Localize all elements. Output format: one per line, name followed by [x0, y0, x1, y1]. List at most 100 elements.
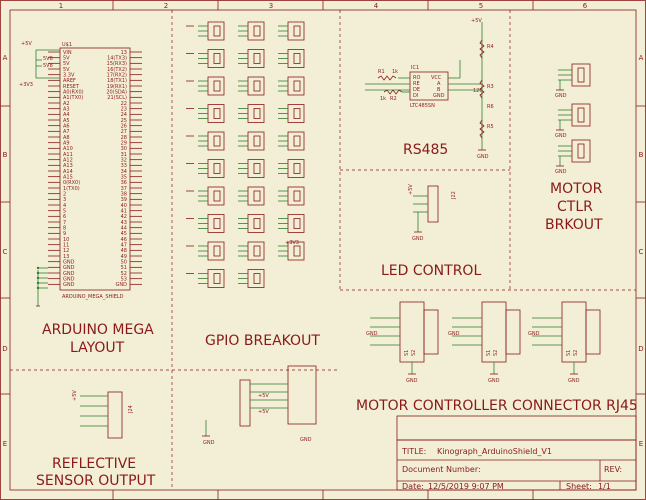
motor-brkout-connector — [571, 103, 591, 127]
arduino-right-pin-label: 25 — [121, 118, 127, 124]
gpio-pin-header — [253, 25, 261, 37]
arduino-title-2: LAYOUT — [70, 340, 125, 356]
arduino-left-pin-label: 13 — [63, 254, 69, 260]
gpio-connector — [287, 49, 305, 68]
motor-brkout-gnd-label: GND — [555, 93, 567, 99]
col-label-3: 3 — [269, 2, 273, 10]
arduino-left-pin-label: VIN — [63, 50, 72, 56]
rs485-r4-ref: R4 — [487, 44, 494, 50]
rj45-s2-label: S2 — [493, 350, 499, 356]
gpio-bottom-gnd: GND — [300, 437, 312, 443]
arduino-left-pin-label: 7 — [63, 220, 66, 226]
gpio-connector — [287, 214, 305, 233]
gpio-pin-header — [253, 108, 261, 119]
gpio-pin-header — [253, 80, 261, 92]
arduino-right-pin-label: 16(TX2) — [107, 67, 127, 73]
gpio-pin-header — [293, 135, 301, 147]
arduino-right-pin-label: 50 — [121, 259, 127, 265]
gpio-connector — [247, 76, 265, 96]
section-separators — [10, 10, 636, 490]
motor-connector-title: MOTOR CONTROLLER CONNECTOR RJ45 — [356, 398, 638, 414]
gpio-connector — [247, 186, 265, 206]
row-label-e: E — [3, 440, 7, 448]
arduino-right-pin-label: 20(SDA) — [106, 89, 127, 95]
led-control-block: +5V J22 GND LED CONTROL — [381, 184, 481, 279]
arduino-title-1: ARDUINO MEGA — [42, 322, 154, 338]
rs485-pin-b: B — [437, 87, 441, 93]
gpio-connector — [247, 159, 265, 178]
gpio-pin-header — [213, 25, 221, 37]
rs485-ic-name: LTC485SN — [410, 103, 435, 109]
arduino-left-pin-label: 1(TX0) — [63, 186, 80, 192]
gpio-pin-header — [253, 218, 261, 229]
row-label-c: C — [3, 248, 8, 256]
resistor-r2 — [383, 89, 403, 95]
gpio-pin-header — [293, 245, 301, 257]
rs485-r3-ref: R3 — [487, 84, 494, 90]
led-gnd: GND — [412, 236, 424, 242]
resistor-r1 — [377, 75, 397, 81]
gpio-pin-header — [293, 163, 301, 174]
arduino-left-pin-label: A13 — [63, 163, 73, 169]
gpio-pin-header — [293, 80, 301, 92]
arduino-supply-5v8-b: 5V8 — [43, 63, 53, 69]
gpio-connector — [207, 214, 225, 233]
rs485-r6-ref: R6 — [487, 104, 494, 110]
row-label-b: B — [3, 151, 8, 159]
arduino-left-pin-label: GND — [63, 271, 75, 277]
gpio-connector — [207, 131, 225, 151]
gpio-connector — [287, 186, 305, 206]
gpio-connector — [247, 269, 265, 288]
gpio-connector — [207, 241, 225, 261]
gpio-pin-header — [253, 190, 261, 202]
rj45-s1-label: S1 — [404, 350, 410, 356]
gpio-pin-header — [213, 53, 221, 64]
rj45-bottom-gnd-label: GND — [488, 378, 500, 384]
motor-brkout-connector — [571, 63, 591, 87]
arduino-left-pin-label: A4 — [63, 112, 70, 118]
rj45-gnd-label: GND — [528, 331, 540, 337]
arduino-left-pin-label: A12 — [63, 157, 73, 163]
led-supply: +5V — [408, 184, 414, 195]
reflective-connector — [107, 391, 123, 439]
arduino-right-pin-label: 15(RX3) — [107, 61, 127, 67]
gpio-supply-label: +3V3 — [285, 240, 299, 246]
arduino-left-pin-label: A2 — [63, 101, 70, 107]
motor-brkout-title-2: CTLR — [557, 199, 593, 215]
arduino-right-pin-label: 53 — [121, 276, 127, 282]
arduino-right-pin-label: 34 — [121, 169, 127, 175]
arduino-left-pin-label: RESET — [63, 84, 80, 90]
gpio-connector — [247, 104, 265, 123]
rj45-bottom-connector — [287, 365, 317, 425]
arduino-left-pin-label: A3 — [63, 106, 70, 112]
gpio-connector — [207, 21, 225, 41]
arduino-ref: U$1 — [62, 42, 72, 48]
arduino-right-pin-label: 40 — [121, 203, 127, 209]
rj45-gnd-label: GND — [366, 331, 378, 337]
rj45-s2-label: S2 — [573, 350, 579, 356]
rj45-s1-label: S1 — [486, 350, 492, 356]
docnum-label: Document Number: — [402, 465, 481, 474]
arduino-supply-5v8-a: 5V8 — [43, 56, 53, 62]
arduino-left-pin-label: 6 — [63, 214, 66, 220]
sheet-label: Sheet: — [566, 482, 592, 491]
rs485-pin-de: DE — [413, 87, 420, 93]
rev-label: REV: — [604, 465, 622, 474]
title-value: Kinograph_ArduinoShield_V1 — [437, 447, 552, 456]
gpio-pin-header — [293, 53, 301, 64]
arduino-left-pin-label: 4 — [63, 203, 66, 209]
title-label: TITLE: — [401, 447, 426, 456]
arduino-left-pin-label: GND — [63, 282, 75, 288]
rj45-s1-label: S1 — [566, 350, 572, 356]
gpio-pin-header — [253, 273, 261, 284]
gpio-connector — [287, 104, 305, 123]
gpio-connector — [287, 159, 305, 178]
arduino-right-pin-label: 32 — [121, 157, 127, 163]
rs485-ic — [409, 71, 449, 101]
rj45-bottom-gnd-label: GND — [568, 378, 580, 384]
arduino-right-pin-label: 30 — [121, 146, 127, 152]
header-bottom-connector — [239, 379, 251, 427]
motor-brkout-header — [577, 67, 585, 83]
